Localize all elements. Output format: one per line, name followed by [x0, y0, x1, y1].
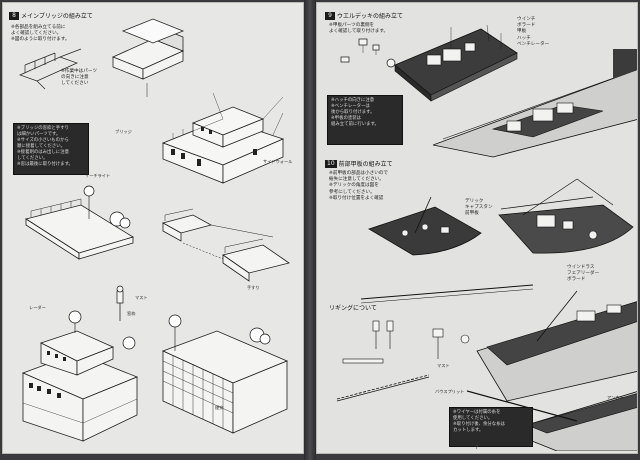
step-9-instructions: ※甲板パーツの裏側を よく確認して取り付けます。	[329, 23, 388, 35]
searchlight-platform-diagram	[25, 185, 134, 260]
step-9-caution-note: ※ハッチの向きに注意 ※ベンチレーターは 後から取り付けます。 ※甲板の塗装は …	[327, 95, 403, 145]
label-mast-detail: マスト	[437, 363, 450, 368]
note-line: は細かいパーツです。	[17, 132, 61, 137]
bridge-caution-note: ※ブリッジの窓枠と手すり は細かいパーツです。 ※サイズの小さいものから 順に接…	[13, 123, 89, 175]
note-line: 後から取り付けます。	[331, 110, 375, 115]
instruction-line: ※デリックの角度は図を	[329, 183, 379, 189]
part-label: フェアリーダー	[567, 271, 600, 277]
part-label: ボラード	[517, 23, 536, 29]
part-label: キャプスタン	[465, 205, 493, 211]
bridge-roof-diagram	[111, 18, 185, 97]
step-title: 前部甲板の組み立て	[338, 161, 393, 168]
label-bowsprit: バウスプリット	[435, 389, 465, 394]
step-10-part-labels-b: ウインドラス フェアリーダー ボラード	[567, 265, 599, 284]
callout-line: の向きに注意	[61, 75, 89, 81]
step-10-header: 10 前部甲板の組み立て	[325, 159, 393, 168]
step-8-instructions: ※各部品を組み立てる前に よく確認してください。 ※図のように取り付けます。	[11, 25, 70, 44]
note-line: ※取り付け後、余分な糸は	[453, 422, 505, 427]
rigging-header: リギングについて	[329, 303, 377, 312]
note-line: してください。	[17, 156, 48, 161]
part-label: 前甲板	[465, 211, 479, 217]
note-line: ※窓は最後に取り付けます。	[17, 162, 73, 167]
step-10-instructions: ※前甲板の部品は小さいので 紛失に注意してください。 ※デリックの角度は図を 参…	[329, 171, 388, 202]
note-line: カットします。	[453, 428, 484, 433]
foredeck-diagram	[368, 196, 482, 256]
note-line: ※ハッチの向きに注意	[331, 98, 375, 103]
part-label: ウインドラス	[567, 265, 595, 270]
callout-line: ※作業中はパーツ	[61, 69, 97, 74]
instruction-line: 参考にしてください。	[329, 189, 375, 195]
note-line: ※サイズの小さいものから	[17, 138, 69, 143]
ship-hull-well-deck-view	[433, 49, 637, 158]
note-line: ※甲板の塗装は	[331, 116, 362, 121]
page-number: 7	[475, 445, 479, 451]
mast-detail-diagram	[116, 285, 124, 321]
note-line: ※ベンチレーターは	[331, 104, 370, 109]
part-label: ハッチ	[517, 35, 531, 41]
rigging-title: リギングについて	[329, 305, 377, 312]
small-parts-diagram	[340, 38, 396, 68]
instruction-line: ※各部品を組み立てる前に	[11, 25, 66, 30]
step-number: 9	[325, 11, 335, 20]
part-label: ボラード	[567, 277, 586, 283]
part-label: ウインチ	[517, 17, 536, 22]
book-gutter	[304, 0, 316, 460]
step-10-part-labels: デリック キャプスタン 前甲板	[465, 199, 493, 218]
label-anchor: アンカー	[607, 395, 624, 400]
step-title: ウエルデッキの組み立て	[337, 13, 404, 20]
completed-bridge-rear	[161, 314, 289, 434]
part-label: ベンチレーター	[517, 41, 550, 47]
part-label: 甲板	[517, 29, 527, 35]
main-bridge-assembly	[161, 92, 285, 184]
instruction-page-right: 9 ウエルデッキの組み立て ※甲板パーツの裏側を よく確認して取り付けます。	[316, 2, 638, 454]
instruction-line: 紛失に注意してください。	[329, 177, 384, 183]
label-railing: 手すり	[247, 285, 260, 290]
winch-detail-diagram	[432, 328, 470, 359]
note-line: 順に接着してください。	[17, 144, 66, 149]
railing-part-diagram	[19, 48, 82, 90]
note-line: ※ワイヤーは付属の糸を	[453, 410, 501, 415]
well-deck-diagram	[394, 24, 518, 102]
label-bridge: ブリッジ	[115, 129, 132, 134]
rigging-caution-note: ※ワイヤーは付属の糸を 使用してください。 ※取り付け後、余分な糸は カットしま…	[449, 407, 533, 447]
instruction-line: ※図のように取り付けます。	[11, 37, 70, 43]
derrick-boom-diagram	[360, 284, 534, 304]
label-chimney: 煙突	[215, 405, 224, 410]
step-9-part-labels: ウインチ ボラード 甲板 ハッチ ベンチレーター	[517, 17, 549, 48]
part-label: デリック	[465, 199, 484, 204]
instruction-line: ※取り付け位置をよく確認	[329, 195, 384, 201]
step-number: 10	[325, 159, 337, 168]
instruction-line: ※前甲板の部品は小さいので	[329, 171, 388, 176]
note-line: ※接着剤のはみ出しに注意	[17, 150, 69, 155]
callout-line: してください	[61, 81, 89, 87]
foredeck-derrick-diagram	[498, 178, 634, 254]
ship-bow-assembly	[467, 290, 637, 451]
step-9-header: 9 ウエルデッキの組み立て	[325, 11, 403, 20]
step-8-header: 8 メインブリッジの組み立て	[9, 11, 93, 20]
step-title: メインブリッジの組み立て	[21, 13, 93, 20]
note-line: 組み立て前に行います。	[331, 122, 379, 127]
label-mast: マスト	[135, 295, 148, 300]
instruction-line: ※甲板パーツの裏側を	[329, 23, 375, 28]
completed-bridge-front	[21, 310, 139, 442]
instruction-line: よく確認してください。	[11, 31, 62, 37]
instruction-page-left: 8 メインブリッジの組み立て ※各部品を組み立てる前に よく確認してください。 …	[2, 2, 304, 454]
note-line: 使用してください。	[453, 416, 493, 421]
label-window-frame: 窓枠	[127, 311, 136, 316]
label-searchlight: サーチライト	[85, 173, 111, 178]
railing-assembly-diagram	[161, 208, 290, 282]
callout-text: ※作業中はパーツ の向きに注意 してください	[61, 69, 97, 88]
instruction-line: よく確認して取り付けます。	[329, 29, 389, 35]
label-side-wall: サイドウォール	[263, 159, 293, 164]
note-line: ※ブリッジの窓枠と手すり	[17, 126, 69, 131]
rigging-detail-diagram	[336, 320, 430, 402]
label-radar: レーダー	[29, 305, 46, 310]
step-number: 8	[9, 11, 19, 20]
